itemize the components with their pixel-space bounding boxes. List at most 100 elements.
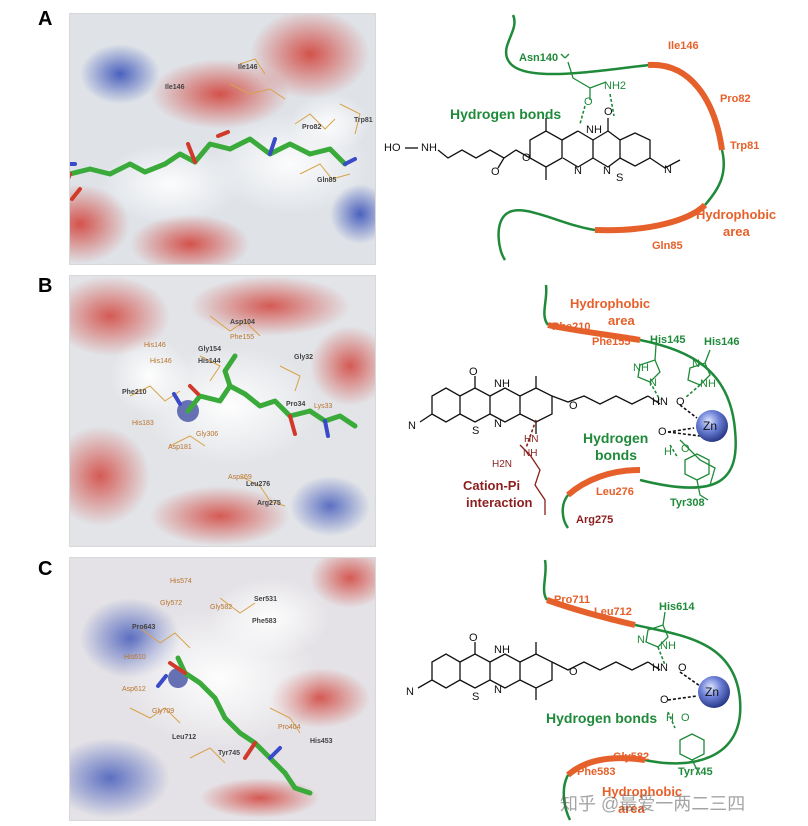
label-hydrogen-bonds-a: Hydrogen bonds <box>450 106 562 122</box>
residue-his145: His145 <box>650 334 686 346</box>
atom-label: NH <box>700 378 716 390</box>
render-label: Phe155 <box>230 334 255 341</box>
label-hydrogen-b: Hydrogen <box>583 430 649 446</box>
atom-label: NH <box>421 142 437 154</box>
residue-leu276: Leu276 <box>596 486 634 498</box>
atom-label: S <box>472 691 480 703</box>
render-label: Asp269 <box>228 474 252 481</box>
render-label: Gly582 <box>210 604 233 611</box>
atom-label: O <box>569 666 578 678</box>
render-label: Ser531 <box>254 596 277 603</box>
residue-his614: His614 <box>659 601 695 613</box>
atom-label: NH2 <box>604 80 627 92</box>
watermark: 知乎 @最爱一两二三四 <box>560 794 746 814</box>
atom-label: NH <box>494 378 510 390</box>
render-label: His146 <box>144 342 166 349</box>
atom-label: O <box>676 396 685 408</box>
residue-gly582: Gly582 <box>613 751 650 763</box>
residue-tyr308: Tyr308 <box>670 497 705 509</box>
atom-label: NH <box>523 448 538 459</box>
panel-letter-a: A <box>38 8 53 30</box>
atom-label: N <box>406 686 414 698</box>
render-label: Gly709 <box>152 708 175 715</box>
residue-gln85: Gln85 <box>652 240 683 252</box>
residue-ile146: Ile146 <box>668 40 699 52</box>
residue-his146: His146 <box>704 336 740 348</box>
render-label: Ile146 <box>238 64 258 71</box>
render-label: Leu712 <box>172 734 197 741</box>
atom-label: N <box>494 418 502 430</box>
atom-label: H <box>666 712 674 724</box>
atom-label: O <box>569 400 578 412</box>
zinc-label: Zn <box>703 419 718 433</box>
atom-label: HN <box>652 396 668 408</box>
residue-pro711: Pro711 <box>554 594 591 606</box>
label-hydrogen-bonds-c: Hydrogen bonds <box>546 710 658 726</box>
atom-label: O <box>681 443 690 455</box>
atom-label: NH <box>660 640 676 652</box>
render-label: Pro404 <box>278 724 301 731</box>
atom-label: NH <box>494 644 510 656</box>
atom-label: S <box>472 425 480 437</box>
atom-label: O <box>658 426 667 438</box>
render-label: Gly572 <box>160 600 183 607</box>
atom-label: O <box>491 166 500 178</box>
atom-label: H2N <box>492 459 513 470</box>
atom-label: O <box>522 152 531 164</box>
render-label: Asp181 <box>168 444 192 451</box>
label-hydrophobic-a: Hydrophobic <box>696 207 777 222</box>
render-label: His144 <box>198 358 221 365</box>
render-label: Gly154 <box>198 346 221 353</box>
panel-letter-b: B <box>38 275 53 297</box>
residue-trp81: Trp81 <box>730 140 760 152</box>
label-bonds-b: bonds <box>595 447 637 463</box>
label-area-a: area <box>723 224 750 239</box>
atom-label: NH <box>586 124 602 136</box>
render-label: His610 <box>124 654 146 661</box>
atom-label: HN <box>652 662 668 674</box>
render-label: Pro82 <box>302 124 322 131</box>
render-label: Asp104 <box>230 319 255 326</box>
atom-label: O <box>604 106 613 118</box>
residue-leu712: Leu712 <box>594 606 632 618</box>
render-label: Phe583 <box>252 618 277 625</box>
label-hydrophobic-b: Hydrophobic <box>570 296 651 311</box>
render-label: Gly306 <box>196 431 219 438</box>
render-label: Trp81 <box>354 117 373 124</box>
label-cation-pi: Cation-Pi <box>463 478 521 493</box>
render-label: Ile146 <box>165 84 185 91</box>
render-label: Lys33 <box>314 403 333 410</box>
label-area-b: area <box>608 313 635 328</box>
atom-label: NH <box>633 362 649 374</box>
render-label: His574 <box>170 578 192 585</box>
atom-label: N <box>494 684 502 696</box>
render-label: Gln85 <box>317 177 337 184</box>
residue-tyr745: Tyr745 <box>678 766 713 778</box>
atom-label: O <box>678 662 687 674</box>
surface-render-a: Ile146 Ile146 Pro82 Trp81 Gln85 <box>69 13 376 265</box>
zinc-label: Zn <box>705 685 720 699</box>
render-label: Leu276 <box>246 481 271 488</box>
residue-pro82: Pro82 <box>720 93 751 105</box>
atom-label: O <box>469 366 478 378</box>
atom-label: O <box>681 712 690 724</box>
atom-label: HN <box>524 434 539 445</box>
residue-asn140: Asn140 <box>519 52 559 64</box>
atom-label: O <box>584 96 593 108</box>
render-label: His146 <box>150 358 172 365</box>
render-label: His183 <box>132 420 154 427</box>
atom-label: N <box>692 358 700 370</box>
render-label: Pro643 <box>132 624 156 631</box>
render-label: Asp612 <box>122 686 146 693</box>
atom-label: N <box>664 164 672 176</box>
atom-label: N <box>649 377 657 389</box>
residue-phe210: Phe210 <box>552 321 591 333</box>
render-label: Phe210 <box>122 389 147 396</box>
label-area-c: area <box>618 801 645 816</box>
render-label: Tyr745 <box>218 750 241 757</box>
atom-label: O <box>469 632 478 644</box>
residue-arg275: Arg275 <box>576 514 614 526</box>
atom-label: O <box>660 694 669 706</box>
atom-label: N <box>574 165 582 177</box>
label-interaction: interaction <box>466 495 533 510</box>
